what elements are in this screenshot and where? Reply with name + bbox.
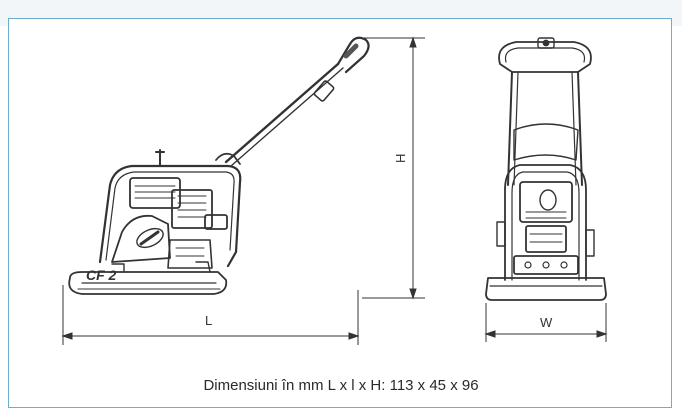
side-belt-guard [111,214,171,263]
height-dimension [360,36,425,300]
width-dimension [484,303,608,342]
front-handle-top [498,41,592,73]
length-label: L [205,313,212,328]
front-base-plate [485,277,607,301]
side-base-plate [68,271,228,295]
side-handle [224,62,340,164]
side-roll-frame [98,164,242,268]
front-view [485,37,607,301]
width-label: W [540,315,553,330]
height-label: H [393,154,408,163]
side-model-label: CF 2 [86,267,117,283]
diagram-frame [8,18,672,408]
front-frame [504,164,587,281]
length-dimension [61,285,360,345]
dimensions-caption: Dimensiuni în mm L x l x H: 113 x 45 x 9… [203,377,479,394]
side-view [68,36,370,295]
